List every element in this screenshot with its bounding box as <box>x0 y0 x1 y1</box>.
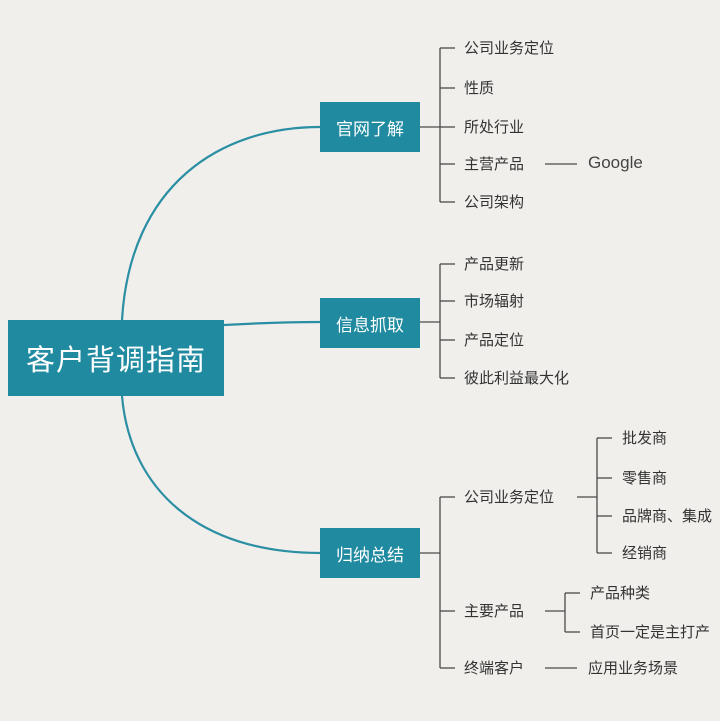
subleaf-wholesaler: 批发商 <box>622 429 668 447</box>
leaf-b1-company-structure: 公司架构 <box>464 193 525 211</box>
leaf-b1-google: Google <box>588 153 643 172</box>
branch-1-tree-lines <box>420 47 577 203</box>
subleaf-distributor: 经销商 <box>622 544 668 562</box>
leaf-b2-mutual-benefit: 彼此利益最大化 <box>464 369 570 387</box>
leaf-b2-product-updates: 产品更新 <box>464 255 525 273</box>
root-node: 客户背调指南 <box>8 320 224 396</box>
connector-root-to-branch-2 <box>223 320 321 327</box>
branch-node-official-site: 官网了解 <box>320 102 420 152</box>
connector-root-to-branch-1 <box>120 125 321 321</box>
subleaf-retailer: 零售商 <box>622 469 668 487</box>
subleaf-application-scenarios: 应用业务场景 <box>588 659 679 677</box>
branch-node-info-gathering: 信息抓取 <box>320 298 420 348</box>
leaf-b1-main-products: 主营产品 <box>464 155 525 173</box>
leaf-b3-business-positioning: 公司业务定位 <box>464 488 555 506</box>
leaf-b3-end-customers: 终端客户 <box>464 659 525 677</box>
leaf-b2-market-reach: 市场辐射 <box>464 292 525 310</box>
branch-node-summary: 归纳总结 <box>320 528 420 578</box>
leaf-b1-nature: 性质 <box>464 79 495 97</box>
leaf-b2-product-positioning: 产品定位 <box>464 331 525 349</box>
subleaf-product-types: 产品种类 <box>590 584 651 602</box>
branch-2-tree-lines <box>420 263 455 379</box>
subleaf-homepage-main-product: 首页一定是主打产 <box>590 623 711 641</box>
leaf-b1-business-positioning: 公司业务定位 <box>464 39 555 57</box>
connector-root-to-branch-3 <box>120 395 321 555</box>
leaf-b1-industry: 所处行业 <box>464 118 525 136</box>
branch-3-tree-lines <box>420 437 612 669</box>
leaf-b3-main-products: 主要产品 <box>464 602 525 620</box>
subleaf-brand-integrator: 品牌商、集成 <box>622 507 713 525</box>
